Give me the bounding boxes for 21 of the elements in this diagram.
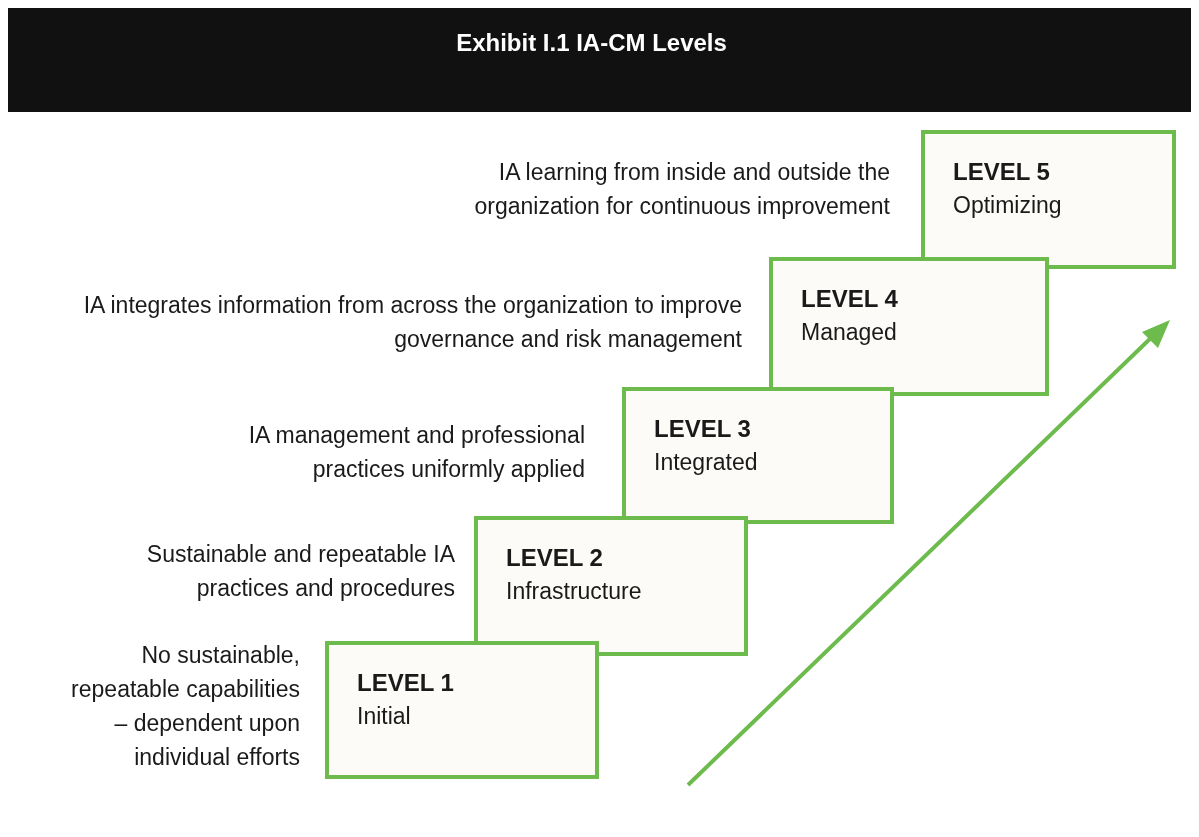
description-text: No sustainable, repeatable capabilities – dependent upon individual efforts [70, 641, 300, 772]
level-box [921, 130, 1176, 269]
description-text: IA learning from inside and outside the organization for continuous improvement [473, 158, 890, 221]
level-box [325, 641, 599, 779]
description-text: IA management and professional practices uniformly applied [247, 421, 585, 484]
level-name: Infrastructure [506, 578, 642, 605]
level-heading: LEVEL 3 [654, 415, 751, 443]
level-box [622, 387, 894, 524]
description-text: IA integrates information from across the organization to improve governance and risk management [82, 291, 742, 354]
level-heading: LEVEL 1 [357, 669, 454, 697]
level-name: Initial [357, 703, 411, 730]
description-text: Sustainable and repeatable IA practices and procedures [145, 540, 455, 603]
level-name: Optimizing [953, 192, 1062, 219]
title: Exhibit I.1 IA-CM Levels [455, 28, 728, 58]
level-heading: LEVEL 5 [953, 158, 1050, 186]
level-heading: LEVEL 4 [801, 285, 898, 313]
level-heading: LEVEL 2 [506, 544, 603, 572]
level-box [769, 257, 1049, 396]
level-name: Integrated [654, 449, 758, 476]
level-box [474, 516, 748, 656]
level-name: Managed [801, 319, 897, 346]
